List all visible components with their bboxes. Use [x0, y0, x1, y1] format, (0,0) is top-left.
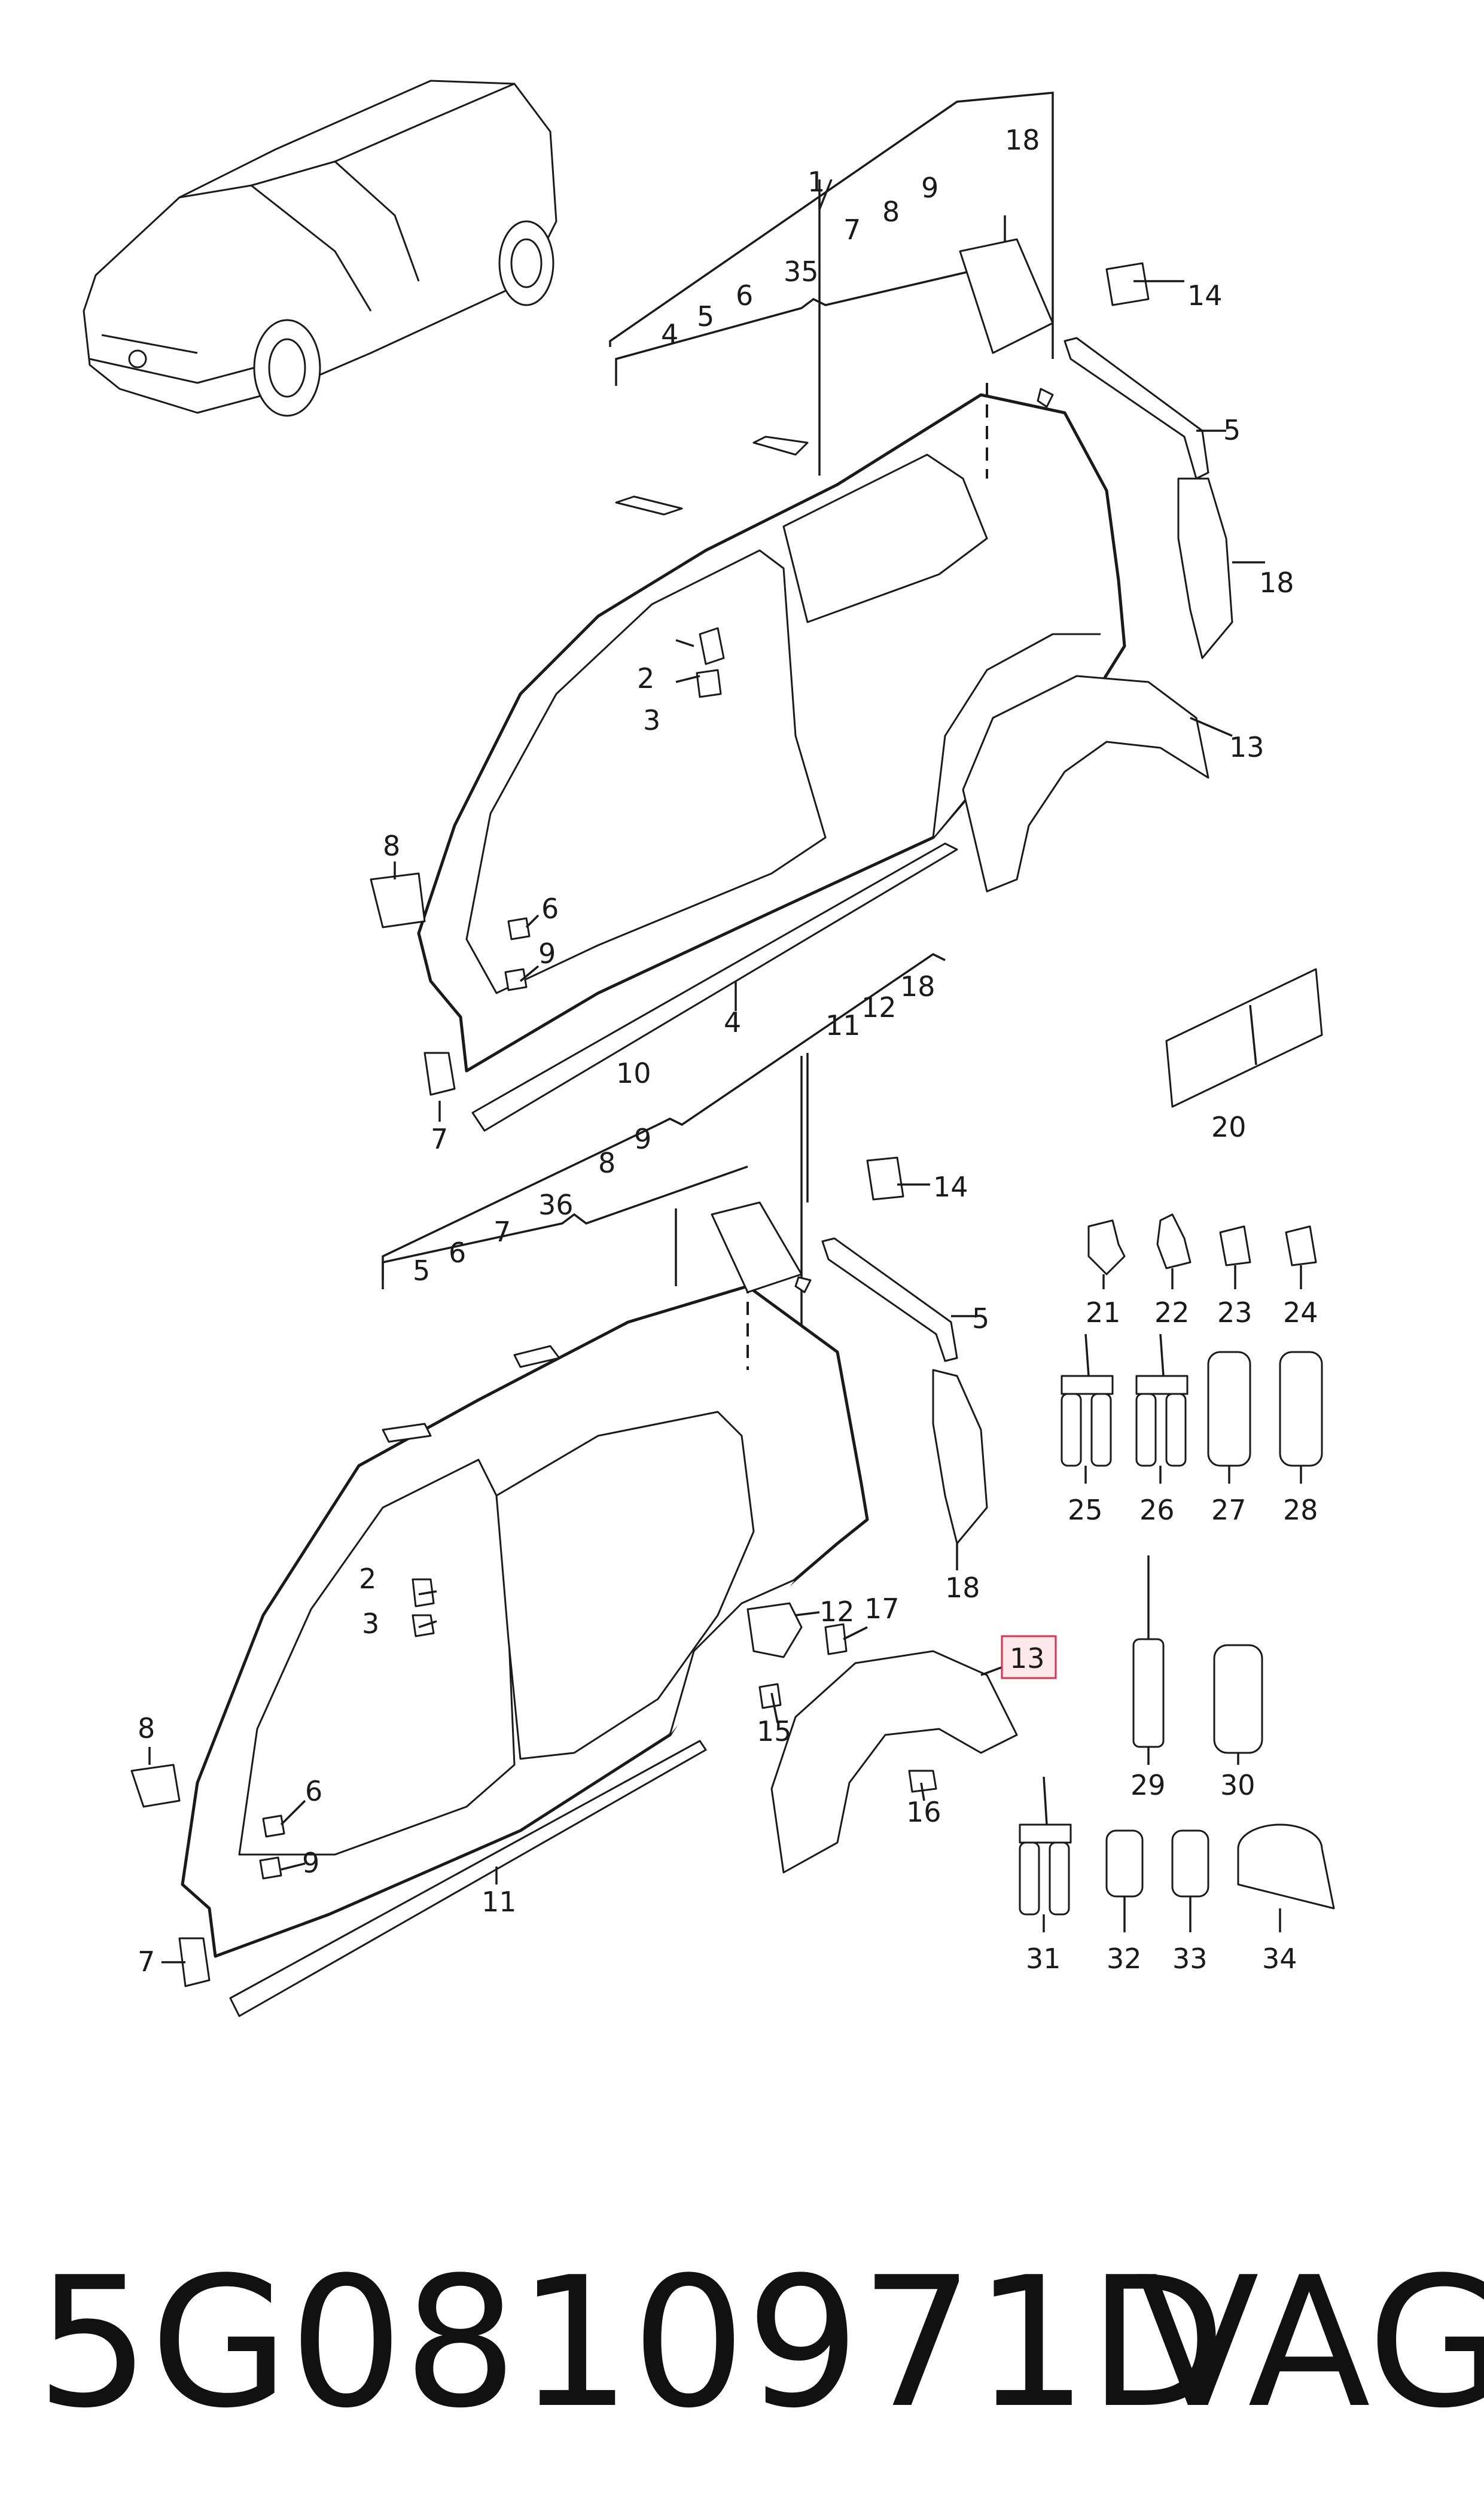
label-3: 3: [643, 704, 660, 736]
label-6-clip: 6: [305, 1775, 322, 1807]
label-9: 9: [921, 172, 938, 204]
right-side-consumables: [1019, 968, 1335, 1932]
label-34: 34: [1262, 1942, 1297, 1975]
clip-22: [1156, 1213, 1192, 1269]
label-5-bracket: 5: [1223, 414, 1241, 446]
part-number: 5G0810971D: [36, 2239, 1226, 2447]
label-29: 29: [1130, 1769, 1166, 1801]
label-30: 30: [1220, 1769, 1256, 1801]
cartridge-28: [1279, 1351, 1323, 1467]
label-7: 7: [493, 1216, 511, 1248]
cartridge-32: [1105, 1829, 1144, 1898]
label-9: 9: [634, 1123, 651, 1155]
adhesive-strip-20: [1165, 968, 1323, 1108]
label-21: 21: [1086, 1296, 1121, 1329]
clip-21: [1087, 1219, 1126, 1275]
label-16: 16: [906, 1796, 941, 1828]
car-thumbnail: [83, 80, 557, 417]
label-18-bracket: 18: [945, 1572, 980, 1604]
label-7: 7: [843, 214, 861, 246]
upper-side-panel-assembly: [370, 92, 1265, 1132]
cartridge-27: [1207, 1351, 1251, 1467]
lower-side-panel-assembly: [130, 952, 1018, 2017]
label-22: 22: [1154, 1296, 1190, 1329]
dual-cartridge-26: [1135, 1333, 1189, 1467]
tape-roll-34: [1237, 1823, 1335, 1910]
label-20: 20: [1211, 1111, 1247, 1143]
label-24: 24: [1283, 1296, 1318, 1329]
label-18-bracket: 18: [1259, 567, 1294, 599]
label-33: 33: [1172, 1942, 1208, 1975]
label-1: 1: [807, 166, 825, 198]
label-8: 8: [882, 196, 900, 228]
clip-24: [1285, 1225, 1317, 1266]
label-36: 36: [538, 1189, 574, 1221]
label-18-top: 18: [900, 970, 936, 1003]
label-7-clip: 7: [138, 1945, 155, 1978]
label-27: 27: [1211, 1494, 1247, 1526]
right-labels: 20 21 22 23 24 25 26 27 28 29 30 31 32 3…: [1026, 1111, 1318, 1975]
label-6: 6: [449, 1237, 466, 1269]
label-23: 23: [1217, 1296, 1253, 1329]
label-4-sill: 4: [724, 1006, 741, 1039]
label-5: 5: [413, 1255, 430, 1287]
label-32: 32: [1107, 1942, 1142, 1975]
label-10: 10: [616, 1057, 651, 1089]
label-14: 14: [933, 1171, 968, 1203]
label-8-hinge: 8: [138, 1712, 155, 1744]
label-8-hinge: 8: [383, 830, 400, 862]
lower-labels: 10 11 12 18 36 5 6 7 8 9 14 5 18 2 3 12 …: [138, 970, 1045, 1978]
label-15: 15: [757, 1715, 792, 1747]
label-35: 35: [784, 255, 819, 288]
label-4: 4: [661, 318, 678, 351]
label-11-sill: 11: [482, 1886, 517, 1918]
label-5: 5: [697, 300, 714, 333]
clip-23: [1219, 1225, 1251, 1266]
label-14: 14: [1187, 279, 1223, 312]
label-5-bracket: 5: [972, 1302, 989, 1335]
tube-29: [1132, 1555, 1165, 1748]
cartridge-30: [1213, 1644, 1263, 1754]
label-18-top: 18: [1005, 124, 1040, 156]
label-12-bracket: 12: [819, 1596, 855, 1628]
highlight-box-13: [1001, 1635, 1057, 1679]
label-8: 8: [598, 1147, 615, 1179]
label-13: 13: [1229, 731, 1264, 763]
label-25: 25: [1068, 1494, 1103, 1526]
label-13-highlighted: 13: [1010, 1642, 1045, 1674]
label-2: 2: [359, 1563, 376, 1595]
brand-name: VAG: [1136, 2239, 1484, 2447]
label-7-clip: 7: [431, 1123, 448, 1155]
dual-cartridge-25: [1061, 1333, 1114, 1467]
label-6-clip: 6: [541, 893, 559, 925]
label-2: 2: [637, 662, 654, 695]
label-9-clip: 9: [538, 937, 556, 970]
label-26: 26: [1139, 1494, 1175, 1526]
label-28: 28: [1283, 1494, 1318, 1526]
upper-labels: 1 4 5 6 7 8 9 35 18 14 5 18 13 2 3 8 6 9…: [383, 124, 1294, 1155]
label-9-clip: 9: [302, 1847, 319, 1879]
label-11-top: 11: [825, 1009, 861, 1042]
label-3: 3: [362, 1607, 379, 1640]
label-12-top: 12: [861, 991, 897, 1024]
label-17: 17: [864, 1593, 900, 1625]
label-31: 31: [1026, 1942, 1061, 1975]
label-6: 6: [736, 279, 753, 312]
cartridge-33: [1171, 1829, 1209, 1898]
dual-cartridge-31: [1019, 1776, 1072, 1916]
